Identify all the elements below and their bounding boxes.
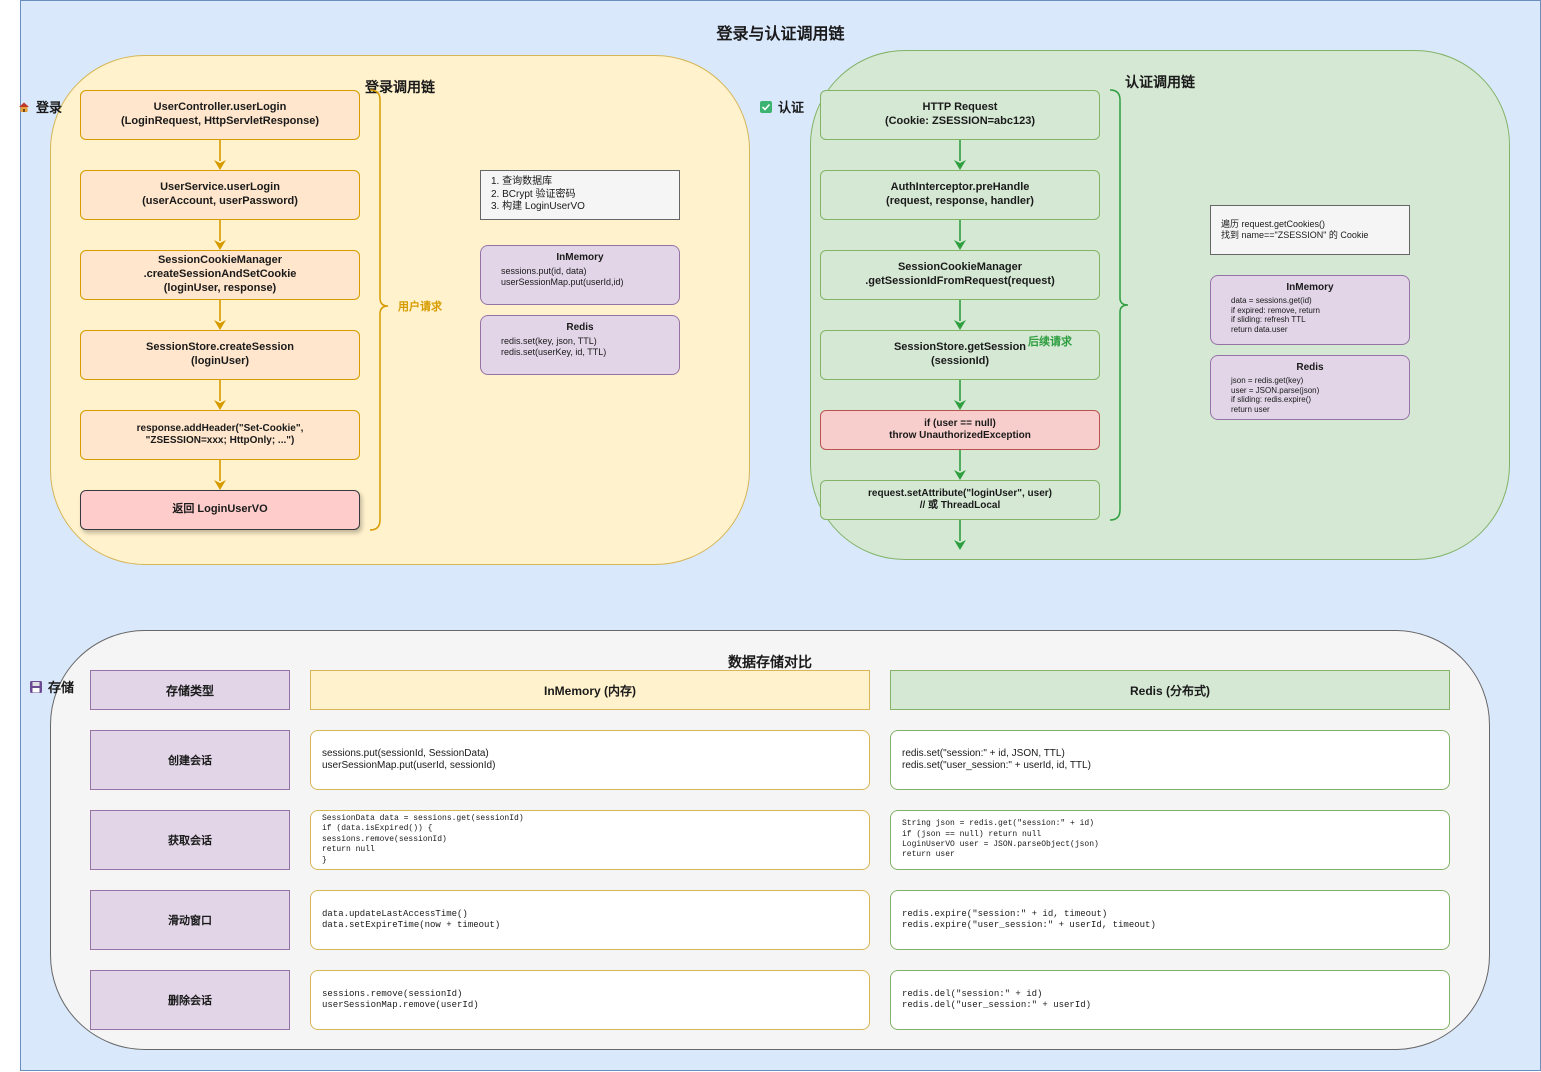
auth-step-null-check: if (user == null) throw UnauthorizedExce… [820,410,1100,450]
header-redis: Redis (分布式) [890,670,1450,710]
login-step-add-header: response.addHeader("Set-Cookie", "ZSESSI… [80,410,360,460]
login-step-user-controller: UserController.userLogin (LoginRequest, … [80,90,360,140]
check-icon [760,100,772,113]
main-title: 登录与认证调用链 [716,26,845,43]
login-inmemory-box: InMemory sessions.put(id, data) userSess… [480,245,680,305]
auth-arrowhead-5 [954,470,966,480]
cell-delete-inmemory: sessions.remove(sessionId) userSessionMa… [310,970,870,1030]
login-arrowhead-3 [214,320,226,330]
login-arrowhead-5 [214,480,226,490]
auth-arrowhead-6 [954,540,966,550]
row-label-get: 获取会话 [90,810,290,870]
cell-create-inmemory: sessions.put(sessionId, SessionData) use… [310,730,870,790]
cell-delete-redis: redis.del("session:" + id) redis.del("us… [890,970,1450,1030]
auth-section-text: 认证 [778,100,805,115]
login-panel [50,55,750,565]
auth-step-get-session: SessionStore.getSession (sessionId) [820,330,1100,380]
row-label-create: 创建会话 [90,730,290,790]
header-inmemory: InMemory (内存) [310,670,870,710]
login-brace [369,89,389,531]
auth-inmemory-title: InMemory [1286,282,1334,293]
house-icon [18,101,30,113]
auth-brace [1109,89,1129,521]
login-brace-label: 用户请求 [398,301,442,313]
auth-step-prehandle: AuthInterceptor.preHandle (request, resp… [820,170,1100,220]
auth-note: 遍历 request.getCookies() 找到 name=="ZSESSI… [1210,205,1410,255]
login-step-create-session-cookie: SessionCookieManager .createSessionAndSe… [80,250,360,300]
cell-sliding-inmemory: data.updateLastAccessTime() data.setExpi… [310,890,870,950]
header-storage-type: 存储类型 [90,670,290,710]
login-arrowhead-2 [214,240,226,250]
auth-step-http-request: HTTP Request (Cookie: ZSESSION=abc123) [820,90,1100,140]
auth-redis-box: Redis json = redis.get(key) user = JSON.… [1210,355,1410,420]
login-arrows [214,140,226,490]
login-section-text: 登录 [36,100,63,115]
auth-inline-label: 后续请求 [1028,336,1072,348]
row-label-sliding: 滑动窗口 [90,890,290,950]
storage-panel-title: 数据存储对比 [728,654,812,670]
row-label-delete: 删除会话 [90,970,290,1030]
login-inmemory-body: sessions.put(id, data) userSessionMap.pu… [501,266,624,287]
auth-inmemory-box: InMemory data = sessions.get(id) if expi… [1210,275,1410,345]
auth-arrowhead-3 [954,320,966,330]
auth-arrowhead-1 [954,160,966,170]
cell-get-inmemory: SessionData data = sessions.get(sessionI… [310,810,870,870]
auth-arrowhead-4 [954,400,966,410]
login-redis-box: Redis redis.set(key, json, TTL) redis.se… [480,315,680,375]
auth-arrowhead-2 [954,240,966,250]
auth-arrows [954,140,966,550]
cell-create-redis: redis.set("session:" + id, JSON, TTL) re… [890,730,1450,790]
auth-redis-body: json = redis.get(key) user = JSON.parse(… [1231,376,1320,414]
auth-step-get-session-id: SessionCookieManager .getSessionIdFromRe… [820,250,1100,300]
cell-sliding-redis: redis.expire("session:" + id, timeout) r… [890,890,1450,950]
storage-section-text: 存储 [48,680,75,695]
login-redis-body: redis.set(key, json, TTL) redis.set(user… [501,336,607,357]
login-redis-title: Redis [566,322,594,333]
login-arrowhead-4 [214,400,226,410]
login-panel-title: 登录调用链 [365,79,435,95]
login-inmemory-title: InMemory [556,252,604,263]
auth-section-label: 认证 [760,97,804,116]
auth-redis-title: Redis [1296,362,1324,373]
login-note: 1. 查询数据库 2. BCrypt 验证密码 3. 构建 LoginUserV… [480,170,680,220]
login-step-user-service: UserService.userLogin (userAccount, user… [80,170,360,220]
auth-step-set-attribute: request.setAttribute("loginUser", user) … [820,480,1100,520]
auth-panel-title: 认证调用链 [1125,74,1195,90]
floppy-icon [30,680,42,693]
cell-get-redis: String json = redis.get("session:" + id)… [890,810,1450,870]
login-step-return-vo: 返回 LoginUserVO [80,490,360,530]
storage-section-label: 存储 [30,677,74,696]
login-step-create-session: SessionStore.createSession (loginUser) [80,330,360,380]
login-arrowhead-1 [214,160,226,170]
login-section-label: 登录 [18,97,62,116]
auth-inmemory-body: data = sessions.get(id) if expired: remo… [1231,296,1320,334]
